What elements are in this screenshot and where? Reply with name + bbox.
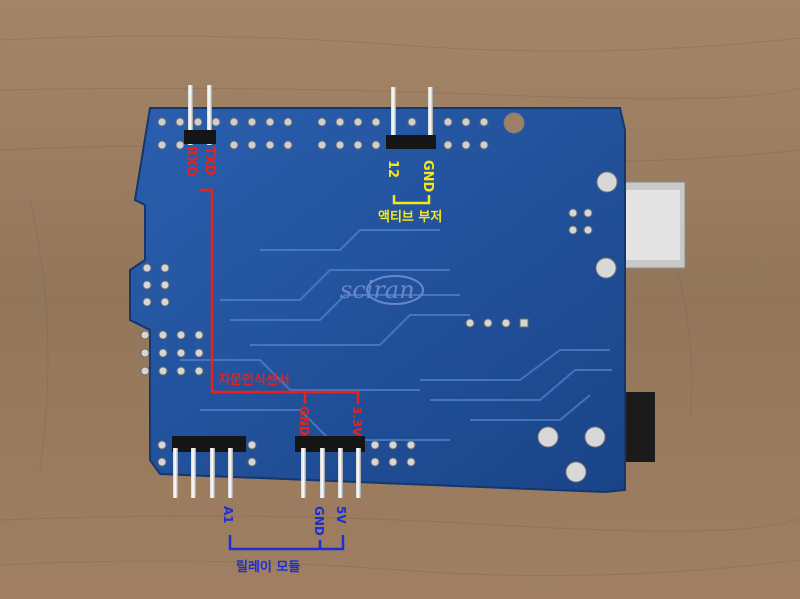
fingerprint-gnd-label: GND	[297, 406, 311, 436]
fingerprint-title: 지문인식센서	[218, 372, 290, 388]
side-pin-holes	[140, 263, 204, 376]
relay-5v-label: 5V	[334, 506, 348, 524]
relay-title: 릴레이 모듈	[236, 559, 300, 575]
logo-swoosh	[366, 275, 424, 305]
mounting-holes	[503, 112, 618, 483]
pcb-traces	[180, 229, 612, 441]
buzzer-pins	[386, 87, 436, 149]
board-logo: sciran	[340, 276, 415, 304]
serial-pins	[184, 85, 216, 145]
relay-pins	[172, 436, 246, 498]
buzzer-gnd-label: GND	[420, 160, 435, 193]
fingerprint-wiring-lines	[199, 188, 360, 404]
relay-bracket	[228, 535, 345, 551]
usb-connector	[614, 181, 686, 269]
header-top-left	[157, 117, 293, 150]
header-bottom	[157, 440, 416, 467]
fingerprint-3v3-label: 3.3V	[350, 406, 364, 437]
buzzer-title: 액티브 부저	[378, 209, 442, 225]
buzzer-bracket	[392, 195, 431, 205]
txd-label: TXD	[202, 146, 217, 176]
buzzer-pin-12-label: 12	[385, 160, 400, 178]
header-top-right	[317, 117, 489, 150]
sensor-pins	[295, 436, 365, 498]
relay-gnd-label: GND	[312, 506, 326, 536]
rxd-label: RXD	[183, 146, 198, 177]
relay-a1-label: A1	[221, 506, 235, 524]
icsp-pads	[465, 208, 593, 328]
